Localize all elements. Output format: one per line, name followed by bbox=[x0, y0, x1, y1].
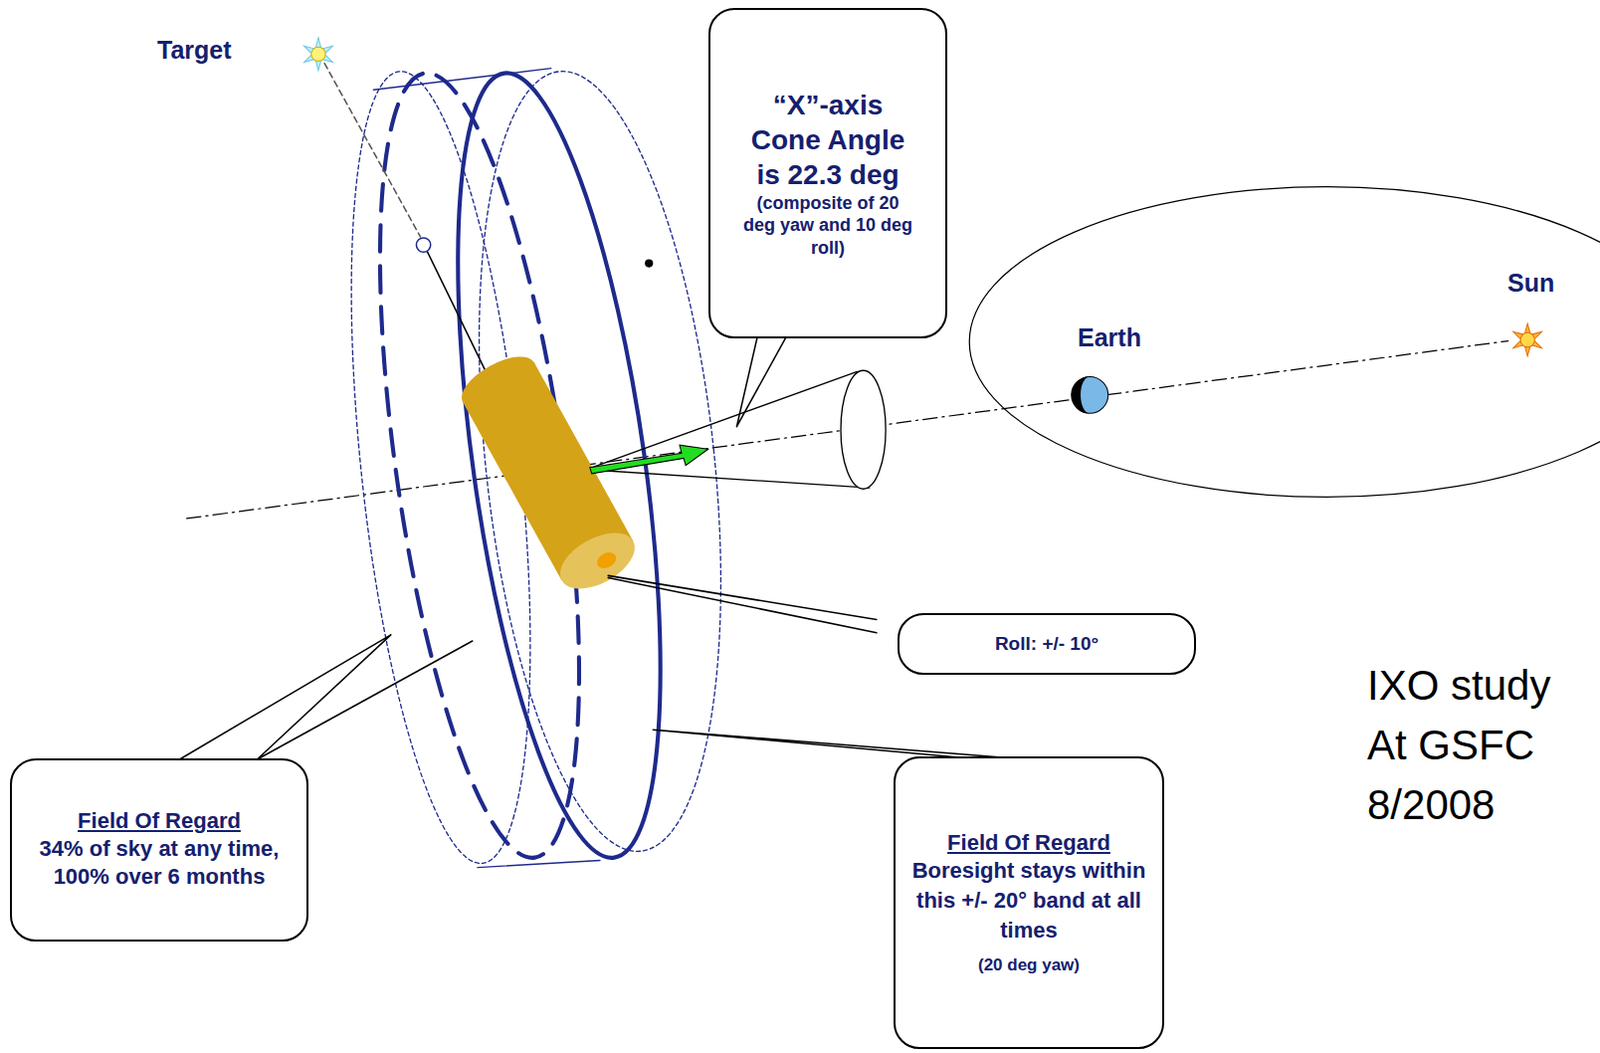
target-label: Target bbox=[157, 35, 232, 65]
band-bottom bbox=[477, 859, 600, 867]
callout-box: Roll: +/- 10° bbox=[897, 612, 1197, 675]
callout-box: Field Of Regard34% of sky at any time, 1… bbox=[9, 758, 309, 942]
cone-line bbox=[587, 469, 870, 488]
band-top bbox=[373, 68, 551, 91]
callout-box: Field Of RegardBoresight stays within th… bbox=[893, 756, 1165, 1049]
cone-line bbox=[587, 371, 858, 469]
callout-box: “X”-axis Cone Angle is 22.3 deg(composit… bbox=[708, 7, 948, 339]
callout-tail bbox=[607, 575, 877, 632]
target-star bbox=[304, 37, 334, 71]
callout-text: Boresight stays within this +/- 20° band… bbox=[905, 855, 1153, 945]
cone-base bbox=[840, 370, 886, 489]
dot bbox=[644, 258, 653, 267]
callout-heading: Field Of Regard bbox=[947, 829, 1111, 856]
callout-tail bbox=[179, 634, 472, 760]
spacecraft bbox=[453, 346, 644, 600]
x-axis-arrow bbox=[590, 444, 709, 474]
callout-text: 34% of sky at any time, 100% over 6 mont… bbox=[21, 834, 297, 892]
callout-tail bbox=[652, 729, 1002, 758]
callout-text: (20 deg yaw) bbox=[978, 955, 1080, 976]
earth-label: Earth bbox=[1077, 323, 1142, 353]
caption-line: IXO study bbox=[1367, 661, 1551, 710]
caption-line: 8/2008 bbox=[1367, 781, 1495, 829]
earth-orbit bbox=[969, 187, 1600, 498]
callout-tail bbox=[736, 337, 786, 426]
callout-text: Roll: +/- 10° bbox=[995, 632, 1099, 656]
callout-text: “X”-axis Cone Angle is 22.3 deg bbox=[720, 87, 936, 193]
earth bbox=[1071, 376, 1109, 413]
caption-line: At GSFC bbox=[1367, 721, 1535, 770]
callout-heading: Field Of Regard bbox=[77, 807, 241, 834]
callout-text: (composite of 20 deg yaw and 10 deg roll… bbox=[720, 192, 936, 260]
boresight-point bbox=[415, 237, 430, 252]
sky-ring bbox=[418, 61, 699, 870]
boresight-line bbox=[427, 251, 489, 376]
sun-star bbox=[1513, 323, 1543, 357]
target-line bbox=[324, 63, 420, 237]
sun-label: Sun bbox=[1507, 268, 1555, 298]
